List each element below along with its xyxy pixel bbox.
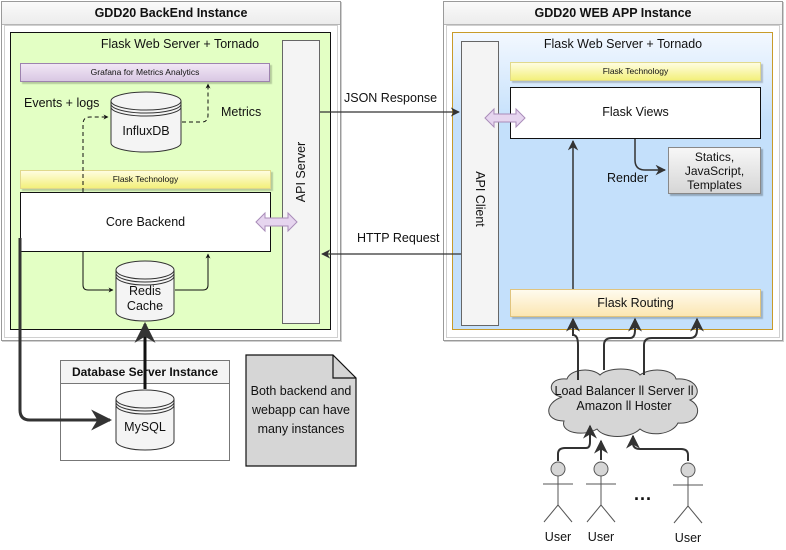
backend-instance-title: GDD20 BackEnd Instance (2, 2, 340, 25)
user3-to-cloud-connector (626, 434, 689, 461)
grafana-bar[interactable]: Grafana for Metrics Analytics (20, 63, 270, 82)
user-icon (543, 461, 573, 523)
core-backend-box[interactable]: Core Backend (20, 192, 271, 252)
flask-routing-box[interactable]: Flask Routing (510, 289, 761, 317)
api-client-box[interactable]: API Client (461, 41, 499, 326)
events-logs-label: Events + logs (24, 96, 100, 110)
mysql-database[interactable]: MySQL (115, 389, 175, 451)
user-icon (673, 462, 703, 524)
user-icon (586, 461, 616, 523)
note-icon (245, 354, 357, 467)
database-cylinder-icon (110, 91, 182, 153)
http-request-label: HTTP Request (357, 231, 440, 245)
user-label: User (544, 530, 572, 544)
user-label: User (587, 530, 615, 544)
render-label: Render (607, 171, 648, 185)
user-actor-3[interactable]: User (668, 461, 708, 546)
statics-box[interactable]: Statics, JavaScript, Templates (668, 147, 761, 194)
backend-server-title: Flask Web Server + Tornado (100, 37, 260, 51)
note-text: Both backend and webapp can have many in… (250, 384, 352, 436)
note-shape: Both backend and webapp can have many in… (245, 354, 357, 467)
api-client-label: API Client (473, 170, 487, 227)
database-server-title: Database Server Instance (61, 361, 229, 384)
influxdb-label: InfluxDB (122, 124, 170, 138)
core-backend-label: Core Backend (105, 215, 186, 229)
user-actor-2[interactable]: User (581, 460, 621, 545)
users-ellipsis: ... (634, 484, 653, 504)
database-cylinder-icon (115, 260, 175, 322)
influxdb-database[interactable]: InfluxDB (110, 91, 182, 153)
backend-flask-technology-bar[interactable]: Flask Technology (20, 170, 271, 189)
user-actor-1[interactable]: User (538, 460, 578, 545)
flask-views-box[interactable]: Flask Views (510, 87, 761, 139)
mysql-label: MySQL (124, 420, 166, 434)
cloud-text: Load Balancer ll Server ll Amazon ll Hos… (554, 384, 694, 413)
json-response-label: JSON Response (344, 91, 438, 105)
redis-cache-database[interactable]: Redis Cache (115, 260, 175, 322)
load-balancer-cloud[interactable]: Load Balancer ll Server ll Amazon ll Hos… (542, 367, 706, 439)
api-server-label: API Server (294, 141, 308, 203)
flask-views-label: Flask Views (602, 105, 669, 119)
webapp-server-title: Flask Web Server + Tornado (543, 37, 703, 51)
redis-cache-label: Redis Cache (126, 284, 164, 313)
user-label: User (674, 531, 702, 545)
api-server-box[interactable]: API Server (282, 40, 320, 324)
backend-instance-inner-border (4, 25, 338, 338)
database-cylinder-icon (115, 389, 175, 451)
webapp-flask-technology-bar[interactable]: Flask Technology (510, 62, 761, 81)
webapp-instance-title: GDD20 WEB APP Instance (444, 2, 782, 25)
metrics-label: Metrics (221, 105, 262, 119)
